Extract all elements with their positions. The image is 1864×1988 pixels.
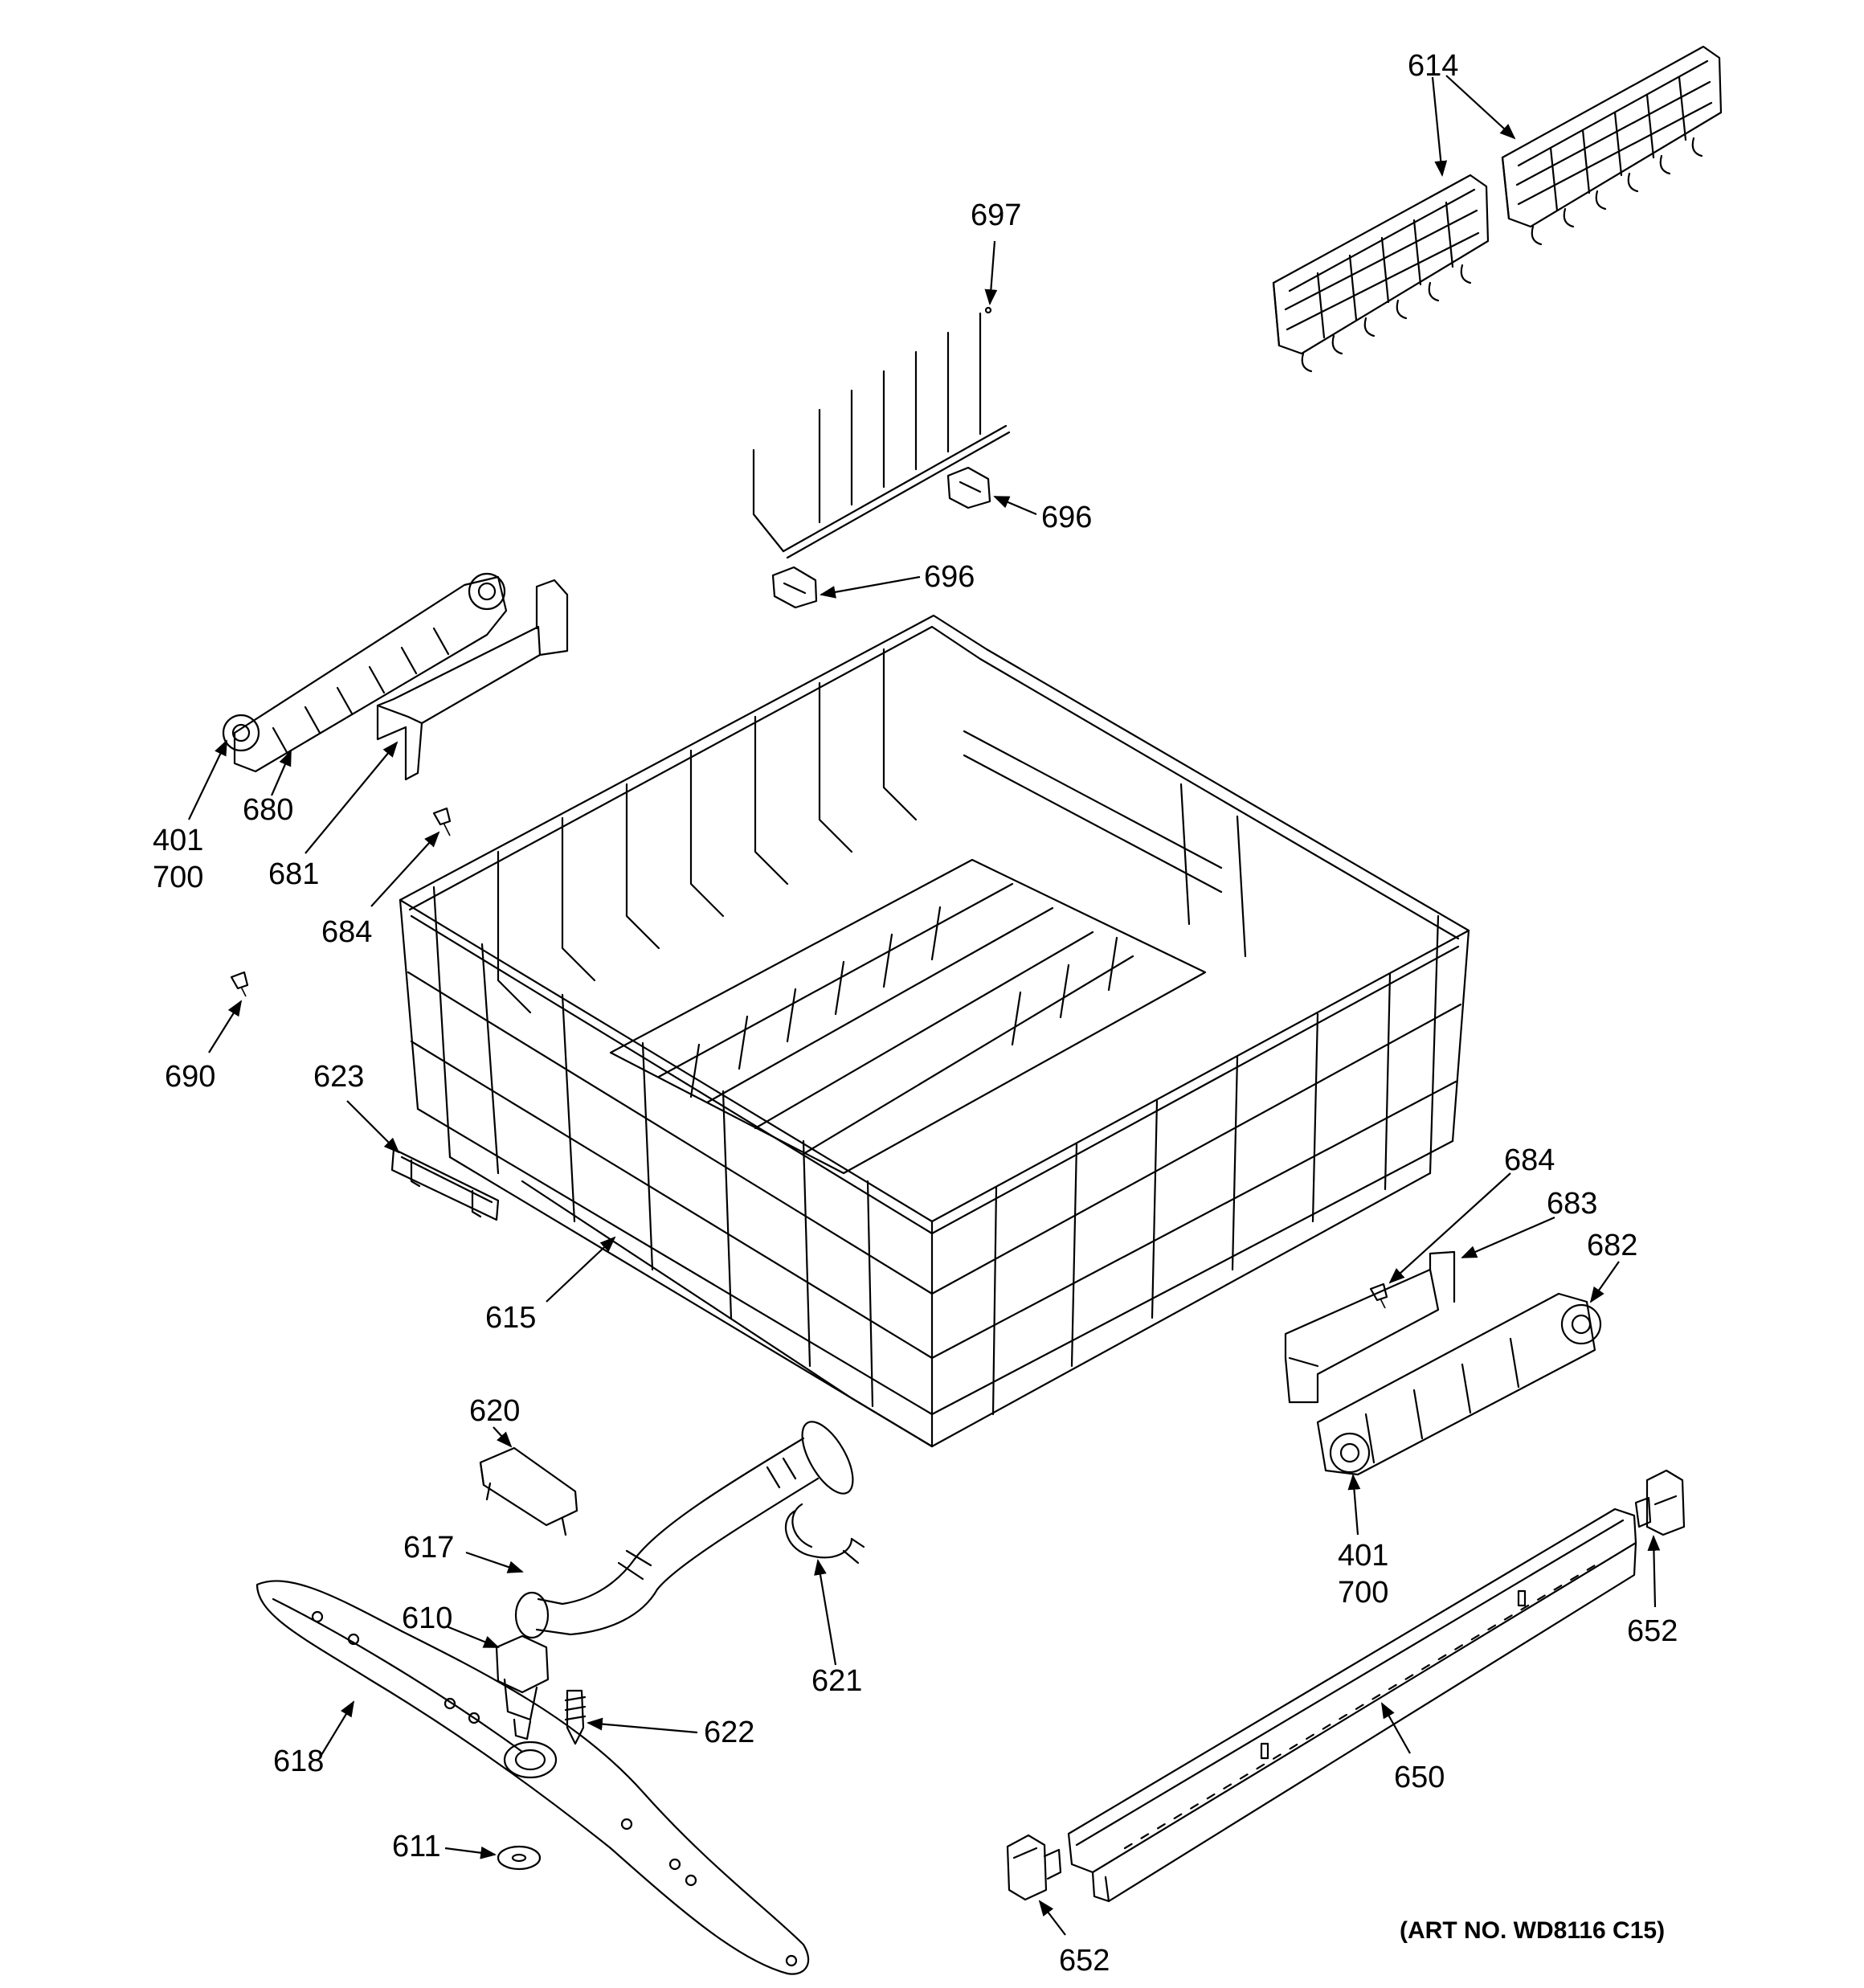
- seal-611: [497, 1845, 542, 1871]
- end-cap-652-right: [1634, 1469, 1686, 1536]
- rack-stop-623: [390, 1147, 500, 1221]
- callout-652b: 652: [1059, 1944, 1110, 1978]
- art-number: (ART NO. WD8116 C15): [1400, 1917, 1665, 1944]
- callout-690: 690: [165, 1060, 215, 1094]
- callout-401b: 401: [1338, 1539, 1388, 1573]
- callout-650: 650: [1394, 1761, 1445, 1794]
- callout-696b: 696: [924, 560, 975, 594]
- callout-697: 697: [971, 198, 1021, 232]
- callout-611: 611: [392, 1830, 441, 1863]
- rack-rail-680: [222, 572, 508, 773]
- spray-arm-618: [255, 1580, 810, 1975]
- rack-bracket-683: [1284, 1250, 1456, 1404]
- callout-623: 623: [313, 1060, 364, 1094]
- slide-rail-650: [1067, 1507, 1637, 1903]
- clip-696-lower: [771, 566, 818, 609]
- rack-bracket-681: [376, 579, 569, 781]
- rack-rail-682: [1316, 1292, 1602, 1476]
- callout-700a: 700: [153, 861, 203, 894]
- callout-682: 682: [1587, 1229, 1637, 1262]
- callout-696a: 696: [1041, 501, 1092, 534]
- callout-620: 620: [469, 1394, 520, 1428]
- callout-618: 618: [273, 1745, 324, 1778]
- callout-617: 617: [403, 1531, 454, 1565]
- callout-610: 610: [402, 1601, 452, 1635]
- screw-622: [564, 1689, 587, 1745]
- callout-683: 683: [1547, 1187, 1597, 1221]
- screw-690: [230, 971, 249, 997]
- callout-621: 621: [811, 1664, 862, 1698]
- screw-684-right: [1369, 1282, 1388, 1309]
- callout-652a: 652: [1627, 1614, 1678, 1648]
- callout-700b: 700: [1338, 1576, 1388, 1610]
- feed-tube-617: [514, 1421, 854, 1639]
- callout-684b: 684: [1504, 1143, 1555, 1177]
- upper-rack-615: [399, 614, 1470, 1448]
- callout-401a: 401: [153, 824, 203, 857]
- callout-614: 614: [1408, 49, 1458, 83]
- clamp-621: [784, 1503, 865, 1565]
- cover-620: [479, 1446, 578, 1536]
- callout-681: 681: [268, 857, 319, 891]
- silverware-basket-614: [1272, 45, 1723, 373]
- callout-615: 615: [485, 1301, 536, 1335]
- tine-assembly-697: [752, 306, 1011, 559]
- coupling-610: [495, 1634, 550, 1741]
- screw-684-left: [432, 807, 452, 837]
- clip-696-upper: [946, 466, 991, 509]
- callout-680: 680: [243, 793, 293, 827]
- callout-684a: 684: [321, 915, 372, 949]
- callout-622: 622: [704, 1716, 754, 1749]
- end-cap-652-left: [1006, 1834, 1062, 1901]
